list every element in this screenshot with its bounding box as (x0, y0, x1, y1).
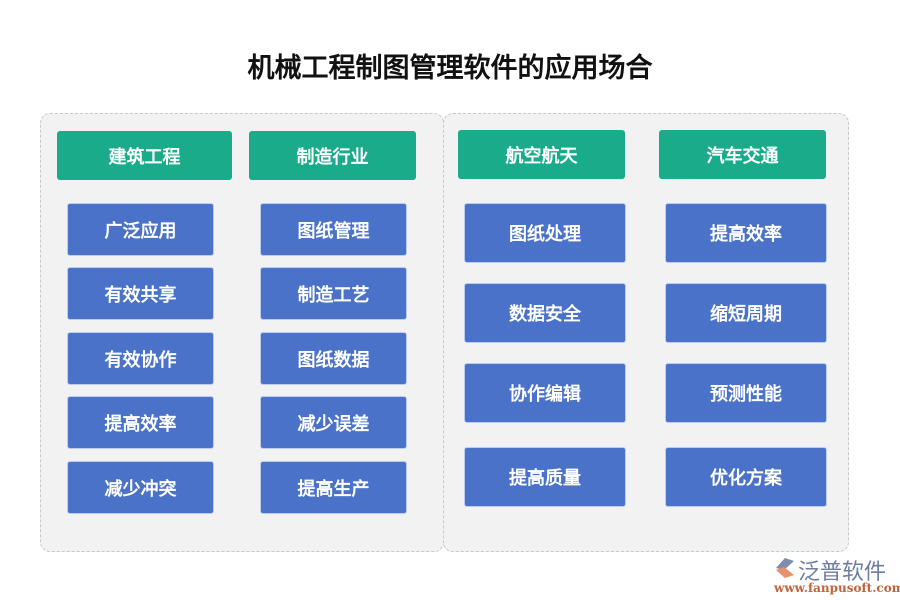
item-box: 缩短周期 (665, 283, 827, 343)
item-box: 提高质量 (464, 447, 626, 507)
page-title: 机械工程制图管理软件的应用场合 (247, 53, 653, 84)
item-box: 协作编辑 (464, 363, 626, 423)
logo-url: www.fanpusoft.com (774, 581, 900, 595)
category-header: 建筑工程 (57, 131, 232, 180)
item-box: 减少误差 (260, 396, 407, 449)
item-box: 广泛应用 (67, 203, 214, 256)
item-box: 优化方案 (665, 447, 827, 507)
item-box: 提高生产 (260, 461, 407, 514)
item-box: 预测性能 (665, 363, 827, 423)
item-box: 图纸管理 (260, 203, 407, 256)
item-box: 提高效率 (67, 396, 214, 449)
logo-icon (776, 558, 794, 578)
item-box: 图纸处理 (464, 203, 626, 263)
item-box: 提高效率 (665, 203, 827, 263)
item-box: 减少冲突 (67, 461, 214, 514)
item-box: 数据安全 (464, 283, 626, 343)
category-header: 航空航天 (458, 130, 625, 179)
logo-name: 泛普软件 (798, 560, 887, 585)
category-header: 汽车交通 (659, 130, 826, 179)
item-box: 制造工艺 (260, 267, 407, 320)
item-box: 有效协作 (67, 332, 214, 385)
category-header: 制造行业 (249, 131, 416, 180)
item-box: 图纸数据 (260, 332, 407, 385)
item-box: 有效共享 (67, 267, 214, 320)
